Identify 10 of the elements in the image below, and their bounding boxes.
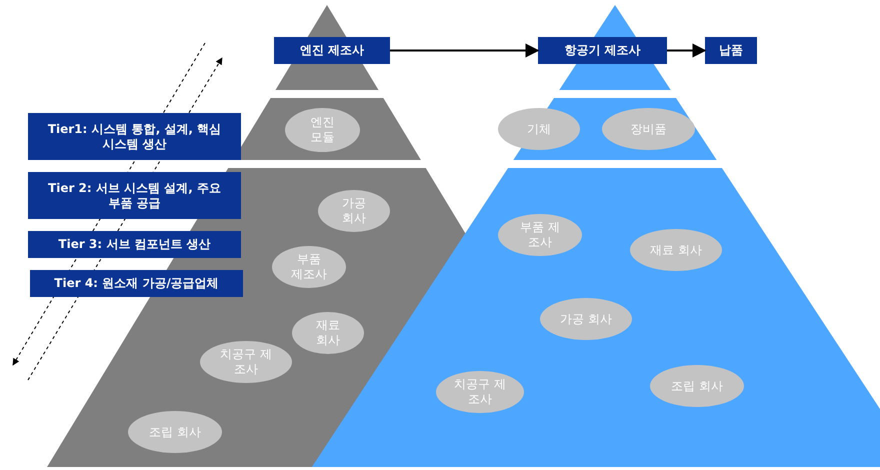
delivery-box: 납품 [705, 37, 757, 64]
arrow [667, 44, 706, 58]
arrow [390, 44, 540, 58]
company-box: 항공기 제조사 [538, 37, 667, 64]
company-box: 엔진 제조사 [274, 37, 390, 64]
company-ellipse: 기체 [498, 108, 580, 150]
tier-label: Tier1: 시스템 통합, 설계, 핵심 시스템 생산 [28, 113, 241, 160]
tier-label: Tier 3: 서브 컴포넌트 생산 [28, 231, 241, 258]
tier-label: Tier 2: 서브 시스템 설계, 주요 부품 공급 [28, 172, 241, 219]
tier-label: Tier 4: 원소재 가공/공급업체 [30, 270, 243, 297]
